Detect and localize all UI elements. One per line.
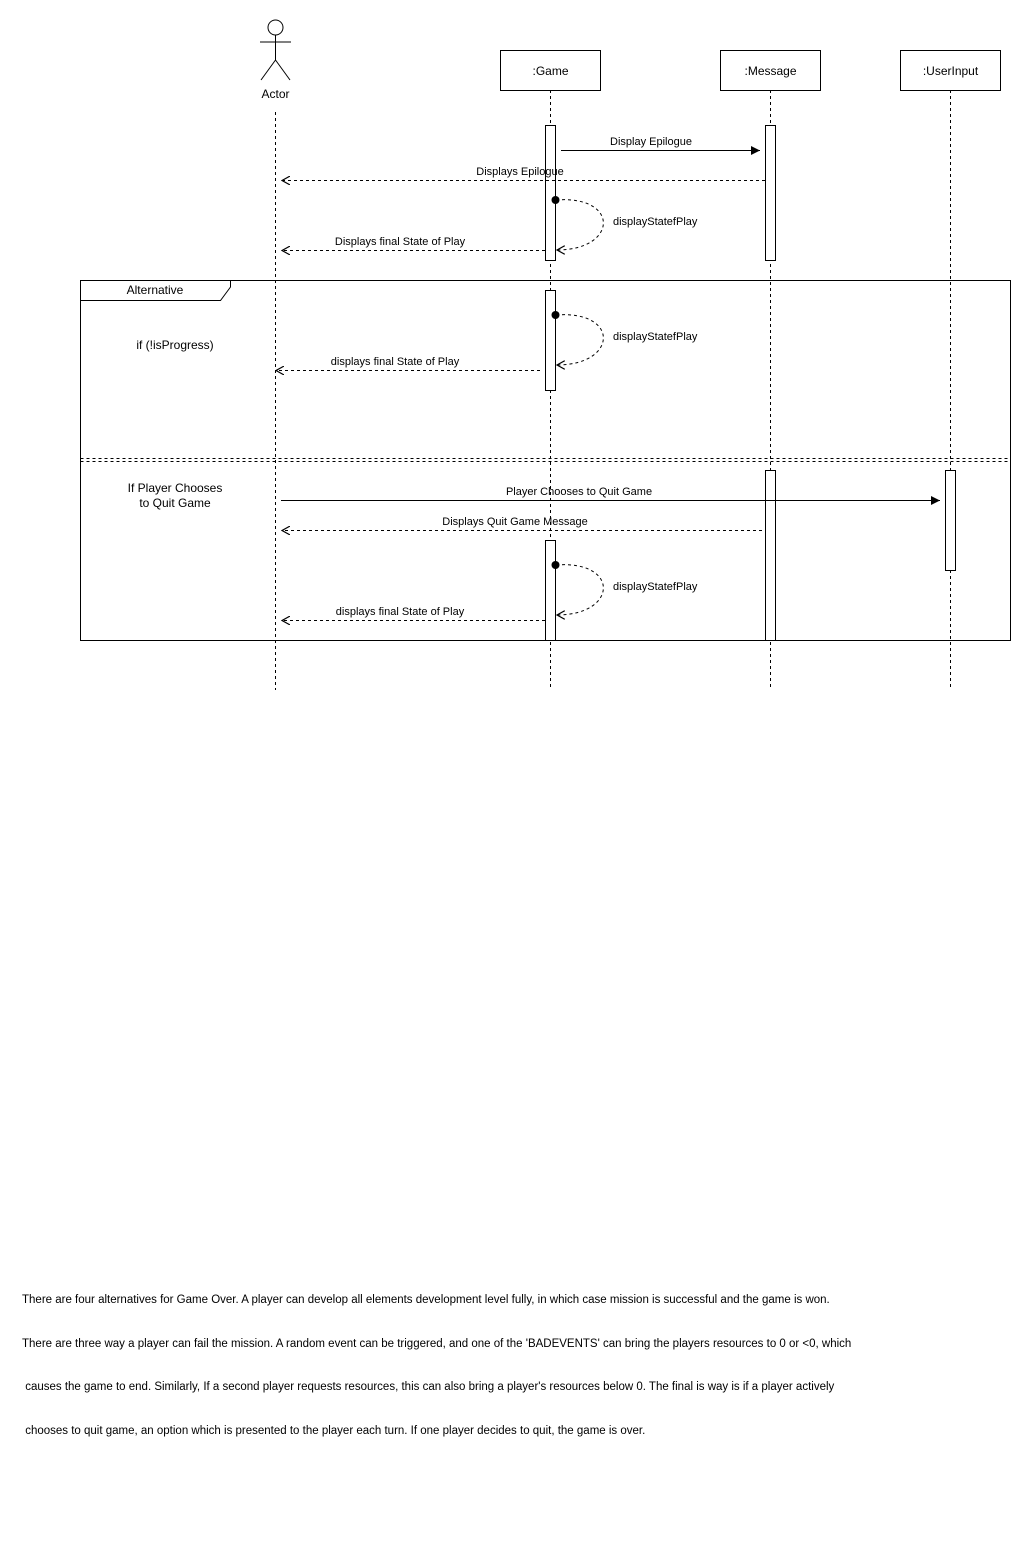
alt-operator-label: Alternative	[127, 283, 184, 297]
self-call-2-arrow	[555, 314, 604, 365]
message-participant-box	[720, 50, 821, 91]
msg-display-epilogue-label: Display Epilogue	[610, 136, 692, 148]
message-participant-label: :Message	[744, 64, 796, 78]
alt-guard-2-line2: to Quit Game	[139, 496, 211, 510]
sequence-diagram: Actor :Game :Message :UserInput Alternat…	[80, 19, 1011, 690]
msg-displays-epilogue-label: Displays Epilogue	[476, 166, 563, 178]
alt-guard-1: if (!isProgress)	[136, 338, 213, 352]
alt-fragment-tab	[80, 280, 231, 301]
self-call-1-arrow	[555, 199, 604, 250]
alt-guard-2-line1: If Player Chooses	[128, 481, 223, 495]
game-activation-3	[545, 540, 556, 641]
msg-quit-message-label: Displays Quit Game Message	[442, 516, 588, 528]
self-call-1-start	[551, 196, 560, 204]
note-line-1: There are four alternatives for Game Ove…	[22, 1294, 830, 1306]
message-activation-2	[765, 470, 776, 641]
game-activation-1	[545, 125, 556, 261]
self-call-1-label: displayStatefPlay	[613, 216, 698, 228]
message-activation-1	[765, 125, 776, 261]
userinput-participant-box	[900, 50, 1001, 91]
game-participant-label: :Game	[532, 64, 568, 78]
actor-label: Actor	[261, 87, 289, 101]
self-call-2-start	[551, 311, 560, 319]
userinput-participant-label: :UserInput	[923, 64, 979, 78]
actor-figure	[260, 19, 291, 81]
game-participant-box	[500, 50, 601, 91]
msg-quit-game-label: Player Chooses to Quit Game	[506, 486, 652, 498]
note-line-2: There are three way a player can fail th…	[22, 1337, 852, 1350]
description-note: There are four alternatives for Game Ove…	[22, 1264, 922, 1453]
note-line-4: chooses to quit game, an option which is…	[22, 1424, 646, 1437]
msg-final-state-1-label: Displays final State of Play	[335, 236, 466, 248]
self-call-2-label: displayStatefPlay	[613, 331, 698, 343]
self-call-3-arrow	[555, 564, 604, 615]
game-activation-2	[545, 290, 556, 391]
note-line-3: causes the game to end. Similarly, If a …	[22, 1381, 835, 1393]
self-call-3-label: displayStatefPlay	[613, 581, 698, 593]
userinput-activation	[945, 470, 956, 571]
self-call-3-start	[551, 561, 560, 569]
msg-final-state-2-label: displays final State of Play	[331, 356, 460, 368]
msg-final-state-3-label: displays final State of Play	[336, 606, 465, 618]
